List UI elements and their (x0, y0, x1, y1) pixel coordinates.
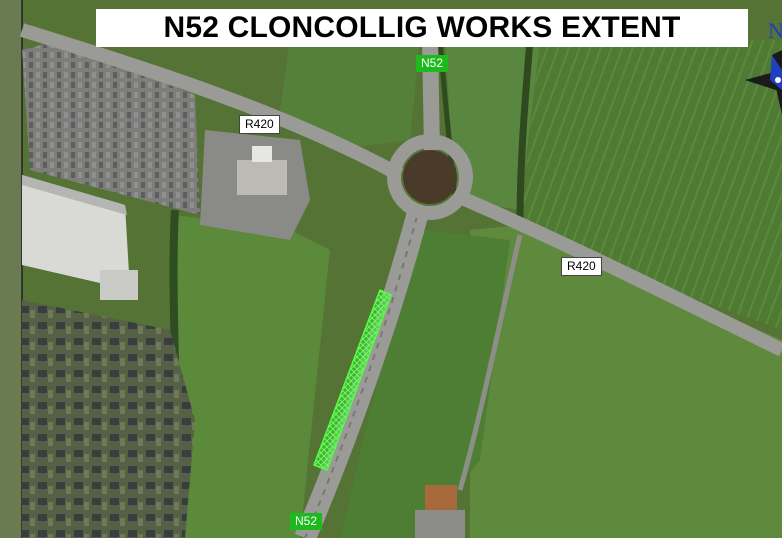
map-title-box: N52 CLONCOLLIG WORKS EXTENT (96, 9, 748, 47)
road-label-r420-west: R420 (239, 115, 280, 134)
left-map-margin (0, 0, 22, 538)
works-extent-area (313, 288, 392, 471)
car-park (22, 40, 200, 215)
north-arrow-icon (745, 50, 782, 115)
hedgerow-1 (516, 39, 534, 226)
field-north (280, 40, 420, 150)
retail-annex (100, 270, 138, 300)
north-arrow-label: N (768, 18, 782, 43)
roundabout-island (403, 150, 457, 204)
roundabout (387, 134, 473, 220)
housing-estate (22, 300, 195, 538)
field-west (175, 215, 330, 538)
petrol-station-building (237, 160, 287, 195)
r420-road-east (452, 188, 782, 357)
r420-road-west (19, 23, 404, 182)
field-east (470, 225, 782, 538)
road-label-n52-south: N52 (290, 513, 323, 530)
road-label-n52-north: N52 (416, 55, 449, 72)
minor-lane (457, 234, 523, 491)
farmhouse (425, 485, 457, 510)
map-title: N52 CLONCOLLIG WORKS EXTENT (163, 11, 681, 44)
road-label-r420-east: R420 (561, 257, 602, 276)
